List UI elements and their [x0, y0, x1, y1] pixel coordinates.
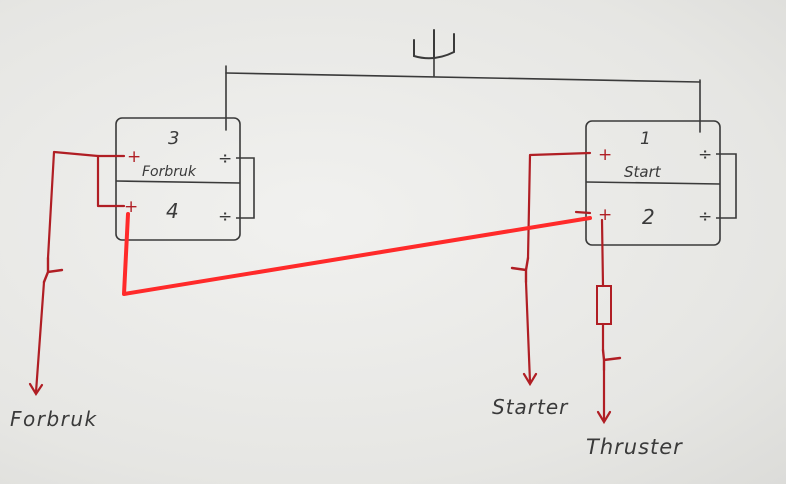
switches: [42, 256, 622, 372]
ground-fork-icon: [413, 29, 455, 60]
switch-starter: [510, 256, 530, 284]
bat4-positive: +: [124, 197, 138, 217]
starter-output-wire: [524, 280, 532, 384]
bat1-negative: ÷: [698, 145, 712, 165]
positive-wiring: [34, 150, 606, 422]
bat3-label: Forbruk: [142, 164, 197, 180]
battery-divider-right: [585, 181, 721, 185]
bat4-number: 4: [166, 199, 179, 223]
battery-boxes: [115, 117, 737, 246]
bat3-number: 3: [168, 128, 179, 149]
switch-thruster: [601, 348, 622, 372]
pos-stub-right: [574, 210, 592, 215]
bat1-label: Start: [624, 163, 662, 181]
battery-box-left: [115, 117, 241, 241]
ground-wiring: [225, 57, 701, 133]
label-forbruk: Forbruk: [10, 407, 98, 431]
neg-link-right: [716, 153, 737, 219]
bat1-positive: +: [598, 145, 612, 165]
thruster-feed-wire: [600, 218, 605, 288]
bat4-negative: ÷: [218, 207, 232, 227]
arrow-starter-icon: [522, 372, 538, 387]
battery-divider-left: [115, 180, 241, 184]
output-arrows: [28, 372, 612, 425]
battery-box-right: [585, 120, 721, 246]
label-starter: Starter: [492, 395, 569, 419]
bat3-negative: ÷: [218, 149, 232, 169]
forbruk-output-wire: [34, 280, 46, 394]
arrow-forbruk-icon: [28, 382, 44, 397]
ground-bus-wire: [225, 72, 701, 83]
switch-forbruk: [42, 256, 64, 284]
neg-link-left: [236, 157, 255, 219]
bat2-negative: ÷: [698, 207, 712, 227]
bat2-number: 2: [642, 205, 655, 229]
cross-link-highlight: [122, 212, 592, 296]
thruster-fuse: [596, 285, 612, 325]
bat1-number: 1: [640, 129, 651, 149]
forbruk-feed-wire: [46, 150, 100, 260]
label-thruster: Thruster: [586, 435, 683, 459]
arrow-thruster-icon: [596, 410, 612, 425]
bat3-positive: +: [127, 147, 141, 167]
pos-link-left: [96, 154, 126, 208]
start-feed-wire: [526, 151, 592, 260]
bat2-positive: +: [598, 205, 612, 225]
